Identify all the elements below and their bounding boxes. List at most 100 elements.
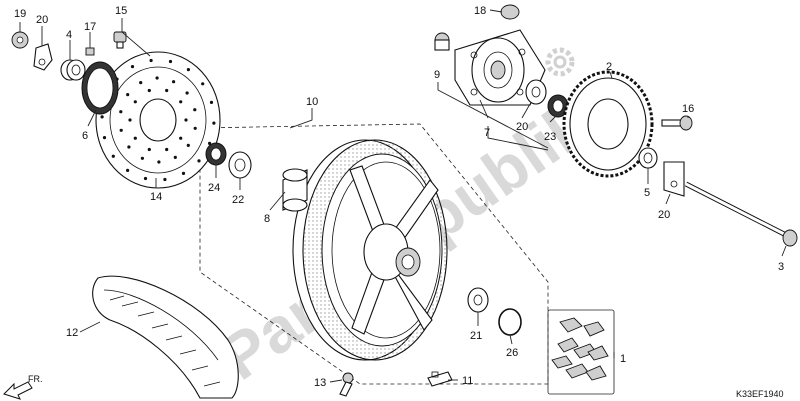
disc-hole (184, 118, 188, 122)
callout-14: 14 (150, 191, 162, 203)
flange-nut (500, 4, 520, 20)
disc-hole (172, 80, 176, 84)
callout-20-left: 20 (36, 14, 48, 26)
disc-hole (157, 160, 161, 164)
disc-hole (212, 121, 216, 125)
disc-hole (127, 145, 131, 149)
front-arrow-icon (3, 381, 33, 400)
callout-17: 17 (84, 21, 96, 33)
disc-hole (140, 156, 144, 160)
disc-hole (126, 168, 130, 172)
brake-disc (95, 51, 221, 189)
disc-hole (128, 118, 132, 122)
disc-hole (185, 91, 189, 95)
disc-hole (163, 177, 167, 182)
disc-hole (179, 136, 183, 140)
callout-24: 23 (544, 131, 556, 143)
callout-20-right: 20 (658, 209, 670, 221)
oil-seal-25 (205, 142, 227, 166)
disc-hole (208, 141, 212, 145)
callout-7: 7 (484, 127, 490, 139)
disc-hole (102, 136, 107, 140)
bearing-23 (228, 151, 252, 179)
driven-sprocket (562, 70, 654, 178)
callout-25: 24 (208, 182, 220, 194)
disc-carrier-ring (81, 61, 119, 115)
callout-11: 11 (462, 375, 473, 387)
rear-wheel (292, 139, 448, 361)
disc-hole (209, 100, 214, 104)
nut-left (11, 31, 29, 49)
disc-hole (165, 147, 169, 152)
callout-23: 22 (232, 194, 244, 206)
disc-hole (173, 155, 177, 159)
diagram-code: K33EF1940 (736, 389, 784, 399)
bracket-left (33, 43, 53, 71)
side-collar (638, 147, 658, 169)
callout-3: 3 (778, 261, 784, 273)
disc-hole (147, 88, 151, 93)
damper-collar (434, 32, 450, 51)
disc-hole (133, 136, 137, 140)
damper-rubbers-set (547, 309, 615, 395)
disc-hole (165, 88, 169, 93)
axle-collar (282, 168, 308, 212)
circlip-26 (498, 308, 522, 336)
callout-26: 26 (506, 347, 518, 359)
sprocket-bolt (661, 115, 693, 131)
disc-hole (201, 82, 205, 86)
disc-hole (119, 110, 123, 114)
disc-hole (147, 147, 151, 152)
disc-hole (197, 159, 201, 163)
disc-hole (193, 108, 197, 112)
bearing-21 (525, 79, 547, 105)
disc-hole (100, 115, 104, 119)
disc-hole (126, 93, 130, 97)
callout-1: 1 (620, 353, 626, 365)
callout-2: 2 (606, 61, 612, 73)
disc-hole (155, 76, 159, 80)
disc-hole (130, 65, 135, 69)
oil-seal-24 (547, 94, 569, 118)
disc-hole (168, 59, 173, 64)
disc-hole (133, 100, 137, 104)
bearing-22 (467, 287, 489, 313)
disc-hole (193, 126, 197, 130)
driven-flange (454, 29, 546, 106)
callout-6: 6 (82, 130, 88, 142)
rear-axle (684, 181, 798, 247)
front-direction-indicator: FR. (3, 374, 43, 400)
disc-hole (139, 81, 143, 85)
small-bolt (85, 47, 95, 56)
disc-hole (179, 100, 183, 104)
disc-hole (149, 58, 153, 63)
callout-4: 4 (66, 29, 72, 41)
rear-tyre (92, 275, 239, 399)
callout-22: 21 (470, 330, 482, 342)
callout-9: 9 (434, 69, 440, 81)
callout-18: 18 (474, 5, 486, 17)
disc-hole (119, 128, 123, 132)
watermark-gear-icon (545, 47, 575, 77)
disc-hole (186, 68, 190, 72)
callout-21: 20 (516, 121, 528, 133)
disc-bolt (113, 31, 127, 49)
callout-8: 8 (264, 213, 270, 225)
tyre-valve (339, 372, 354, 397)
callout-12: 12 (66, 327, 78, 339)
disc-hole (186, 143, 190, 147)
leader-lines (19, 9, 787, 383)
callout-5: 5 (644, 187, 650, 199)
callout-19: 19 (14, 8, 26, 20)
bracket-right (663, 161, 685, 197)
disc-hole (111, 154, 115, 158)
disc-hole (181, 171, 186, 175)
callout-15: 15 (115, 5, 127, 17)
direction-label: FR. (28, 374, 43, 384)
callout-16: 16 (682, 103, 694, 115)
callout-13: 13 (314, 377, 326, 389)
callout-10: 10 (306, 96, 318, 108)
disc-hole (143, 176, 148, 181)
callouts: 19 20 4 17 15 6 14 10 8 22 24 12 13 11 2… (14, 5, 784, 389)
